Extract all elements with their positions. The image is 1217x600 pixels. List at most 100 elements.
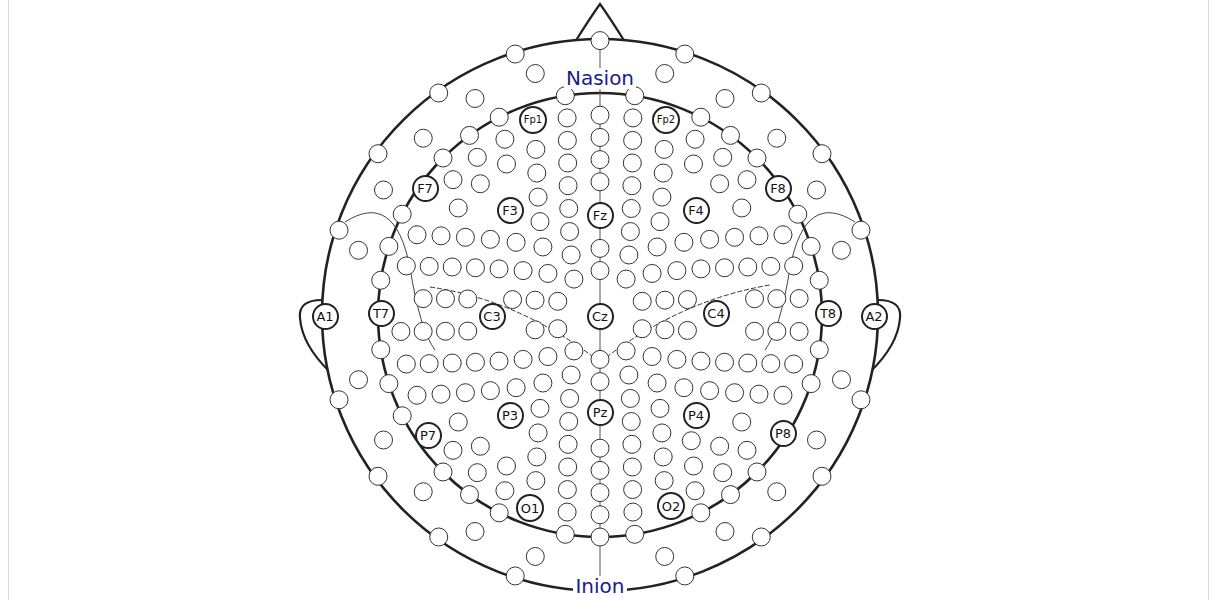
electrode-dot [466, 523, 484, 541]
electrode-dot [790, 322, 808, 340]
electrode-dot [461, 486, 479, 504]
electrode-dot [692, 108, 710, 126]
electrode-dot [591, 262, 609, 280]
electrode-dot [692, 352, 710, 370]
electrode-dot [676, 45, 694, 63]
electrode-dot [762, 257, 780, 275]
electrode-dot [651, 399, 669, 417]
electrode-dot [490, 504, 508, 522]
electrode-dot [686, 130, 704, 148]
electrode-dot [620, 246, 638, 264]
electrode-dot [380, 375, 398, 393]
electrode-dot [528, 448, 546, 466]
electrode-dot [623, 177, 641, 195]
electrode-dot [748, 149, 766, 167]
electrode-dot [692, 260, 710, 278]
electrode-dot [626, 525, 644, 543]
electrode-dot [768, 322, 786, 340]
electrode-dot [496, 130, 514, 148]
electrode-dot [514, 262, 532, 280]
electrode-dot [591, 528, 609, 546]
electrode-dot [559, 435, 577, 453]
electrode-label: P7 [420, 429, 436, 442]
electrode-dot [449, 199, 467, 217]
electrode-dot [408, 386, 426, 404]
electrode-label: F3 [502, 204, 518, 217]
electrode-dot [808, 181, 826, 199]
electrode-dot [714, 148, 732, 166]
electrode: Fz [587, 202, 614, 229]
electrode-label: Fz [593, 209, 607, 222]
electrode-label: O1 [521, 502, 540, 515]
electrode-dot [802, 375, 820, 393]
electrode-dot [748, 463, 766, 481]
electrode-dot [624, 503, 642, 521]
electrode-dot [648, 238, 666, 256]
electrode-dot [506, 567, 524, 585]
electrode: F7 [412, 175, 439, 202]
electrode-dot [504, 291, 522, 309]
electrode-dot [654, 164, 672, 182]
electrode: P4 [683, 402, 710, 429]
electrode: O2 [657, 492, 685, 520]
electrode-dot [620, 366, 638, 384]
electrode-dot [852, 221, 870, 239]
electrode-dot [559, 177, 577, 195]
electrode-label: Pz [593, 406, 608, 419]
electrode-dot [808, 431, 826, 449]
electrode-label: F4 [688, 204, 704, 217]
electrode-dot [675, 379, 693, 397]
electrode-dot [721, 126, 739, 144]
electrode: A1 [312, 303, 339, 330]
electrode-dot [534, 238, 552, 256]
electrode-dot [676, 567, 694, 585]
electrode-dot [622, 413, 640, 431]
electrode-dot [514, 350, 532, 368]
electrode-dot [738, 441, 756, 459]
electrode-dot [531, 399, 549, 417]
electrode-label: Fp1 [524, 115, 542, 125]
electrode-dot [350, 371, 368, 389]
electrode-dot [591, 461, 609, 479]
electrode-dot [623, 435, 641, 453]
electrode-dot [380, 237, 398, 255]
electrode: Fp2 [652, 106, 680, 134]
electrode-dot [490, 352, 508, 370]
electrode-dot [392, 322, 410, 340]
landmark-label: Nasion [564, 68, 636, 89]
electrode-dot [752, 528, 770, 546]
electrode-dot [527, 140, 545, 158]
electrode-dot [565, 270, 583, 288]
electrode-dot [617, 342, 635, 360]
electrode-dot [653, 424, 671, 442]
electrode-dot [617, 270, 635, 288]
electrode-dot [591, 484, 609, 502]
electrode-dot [466, 353, 484, 371]
electrode-dot [790, 290, 808, 308]
electrode-dot [656, 65, 674, 83]
electrode: T8 [815, 300, 842, 327]
electrode-dot [420, 355, 438, 373]
electrode-dot [832, 241, 850, 259]
electrode-dot [436, 322, 454, 340]
electrode-dot [531, 213, 549, 231]
electrode-dot [750, 227, 768, 245]
electrode-dot [832, 371, 850, 389]
electrode-dot [558, 503, 576, 521]
electrode-dot [529, 188, 547, 206]
electrode-dot [682, 432, 700, 450]
electrode-dot [461, 126, 479, 144]
electrode: F4 [683, 197, 710, 224]
electrode-dot [562, 246, 580, 264]
electrode-dot [430, 84, 448, 102]
electrode: C3 [479, 303, 506, 330]
electrode-dot [434, 149, 452, 167]
electrode-dot [591, 128, 609, 146]
electrode-dot [432, 385, 450, 403]
electrode-dot [716, 353, 734, 371]
electrode-label: A1 [316, 310, 333, 323]
electrode-dot [459, 322, 477, 340]
electrode-dot [810, 341, 828, 359]
electrode-dot [654, 448, 672, 466]
